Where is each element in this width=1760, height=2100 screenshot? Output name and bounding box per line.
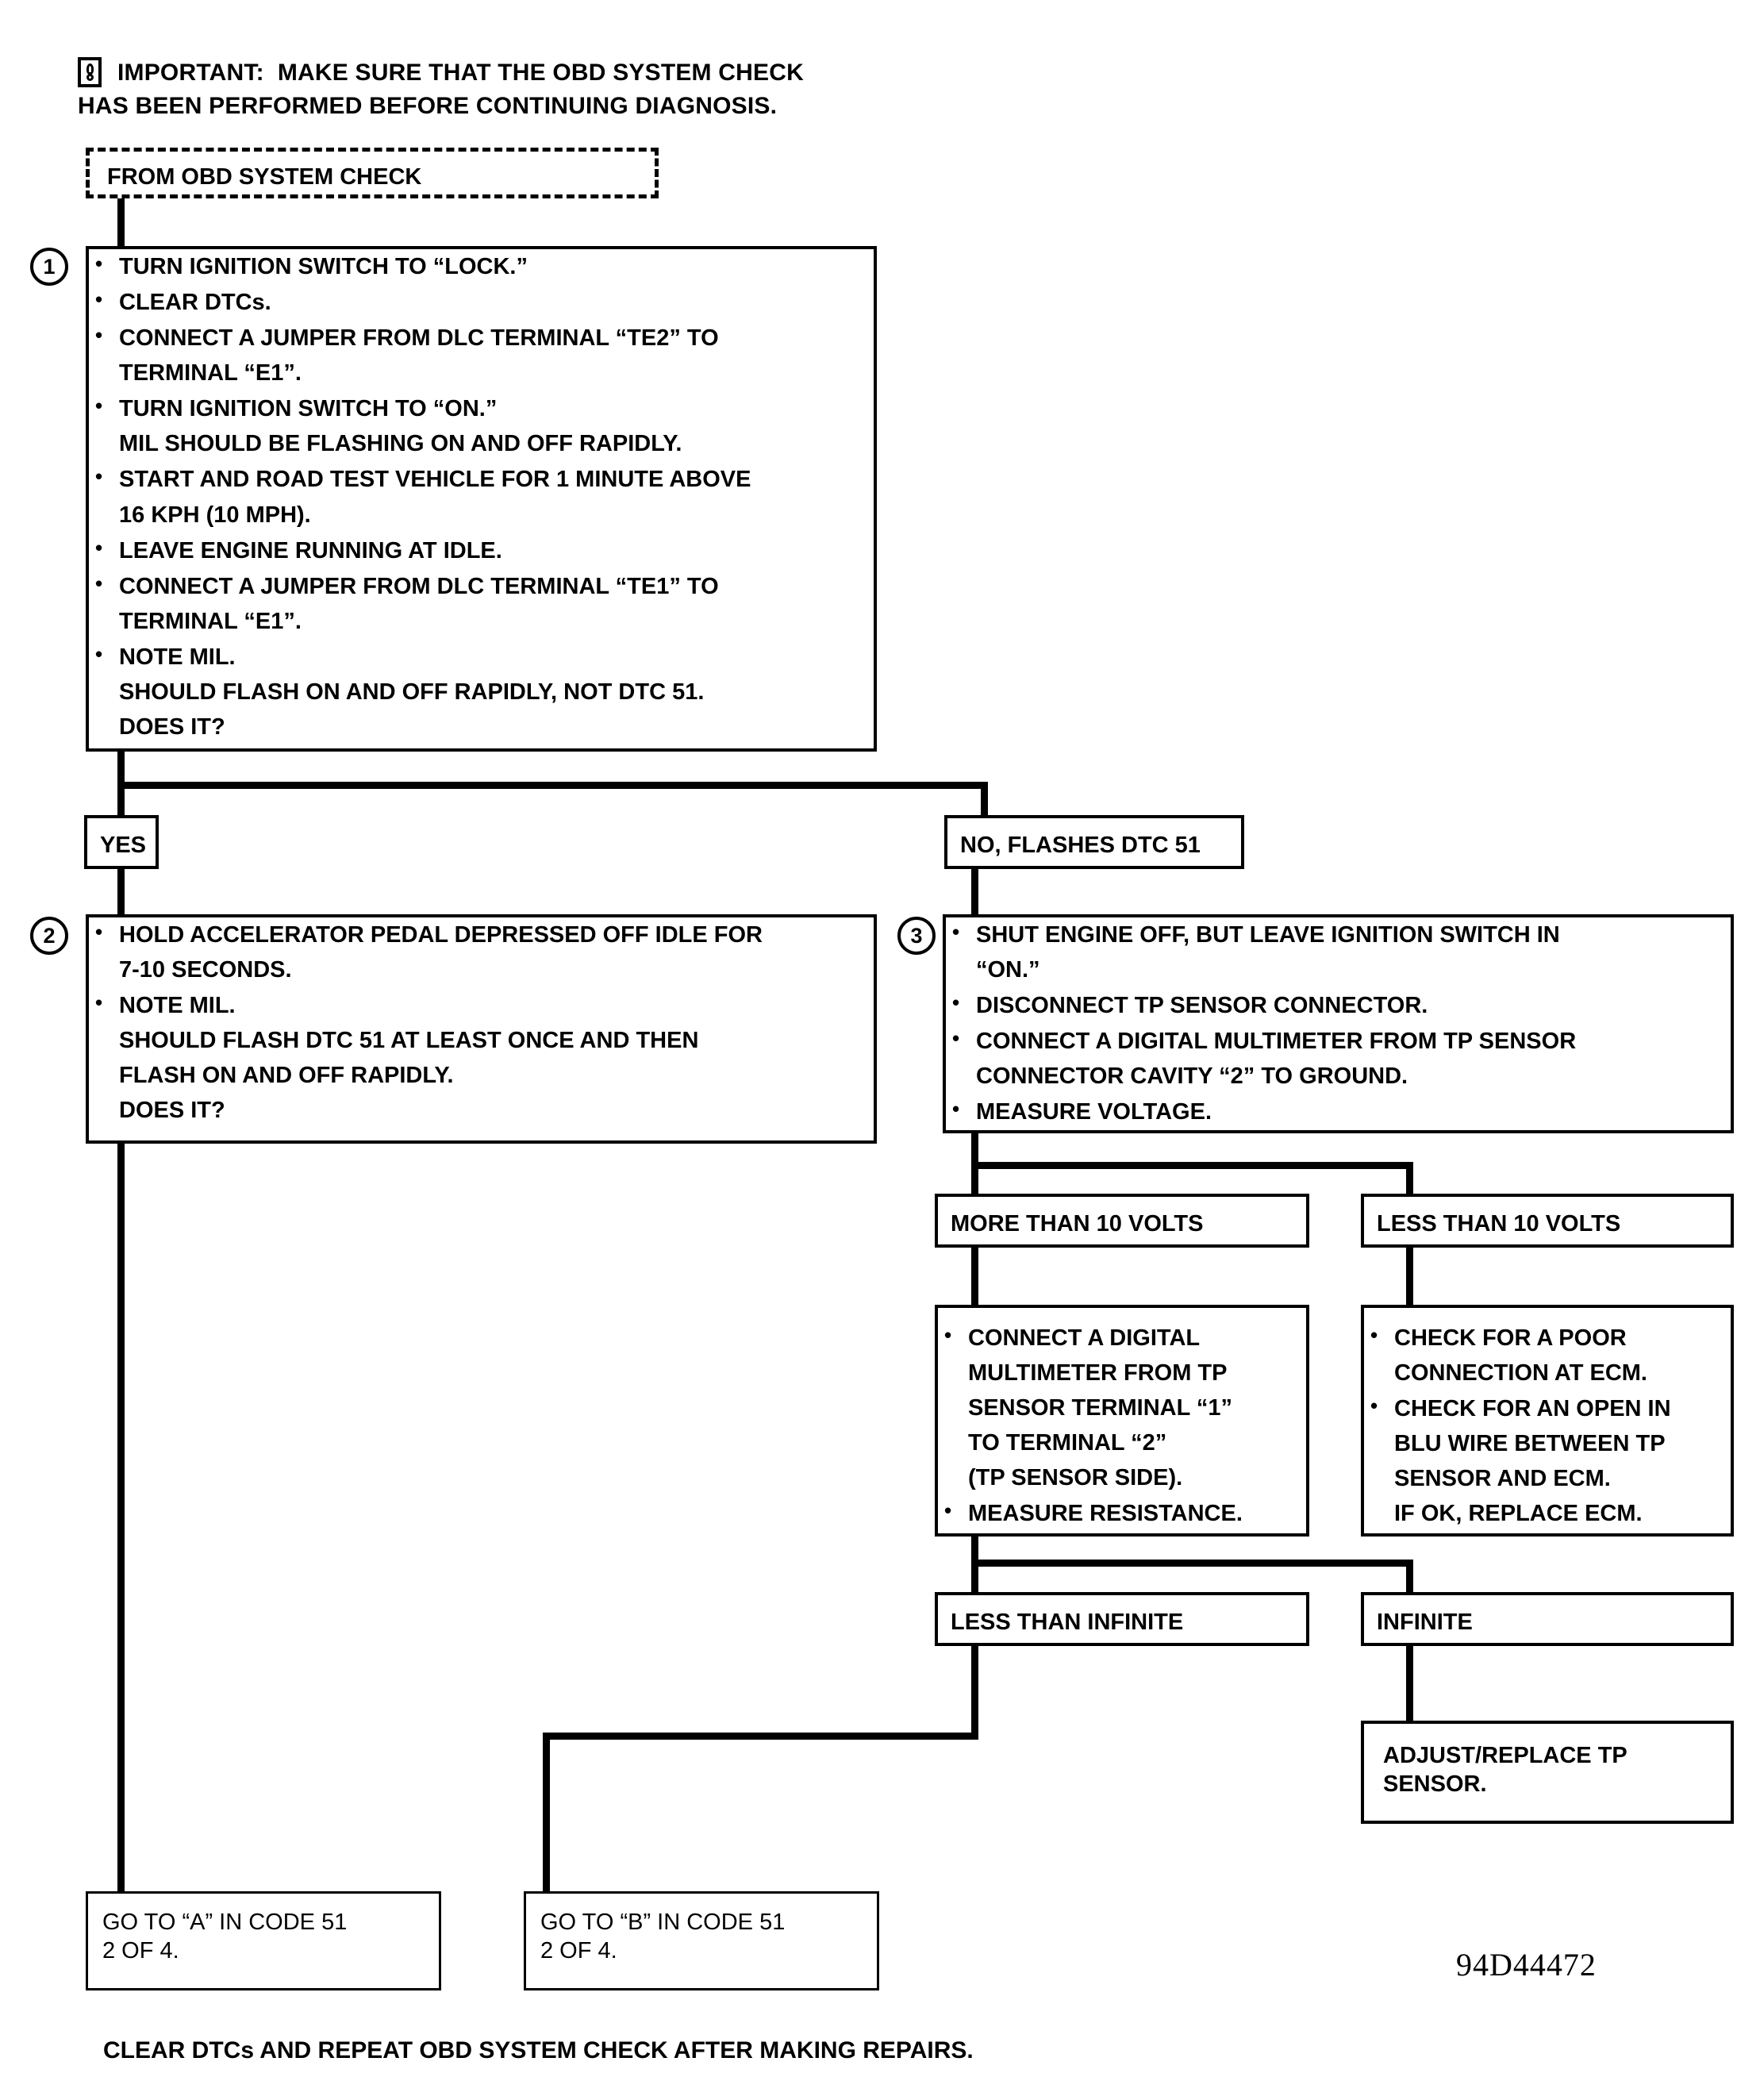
list-item: CONNECT A DIGITAL MULTIMETER FROM TP SEN… [938,1320,1306,1495]
connector-step3-down [971,1131,978,1169]
exit-box-go-to-a: GO TO “A” IN CODE 51 2 OF 4. [86,1891,441,1990]
list-item: DISCONNECT TP SENSOR CONNECTOR. [946,987,1731,1023]
branch-label-less-than-infinite-text: LESS THAN INFINITE [951,1610,1184,1635]
branch-label-less-than-infinite: LESS THAN INFINITE [935,1592,1309,1646]
connector-infinite-split-horizontal [971,1560,1413,1567]
connector-less-volts-to-ecm-box [1406,1246,1413,1306]
exclamation-stem [86,63,94,75]
entry-box-label: FROM OBD SYSTEM CHECK [107,164,422,190]
branch-label-more-than-10-volts-text: MORE THAN 10 VOLTS [951,1211,1204,1237]
branch-label-more-than-10-volts: MORE THAN 10 VOLTS [935,1194,1309,1248]
footer-note: CLEAR DTCs AND REPEAT OBD SYSTEM CHECK A… [103,2037,974,2063]
adjust-replace-tp-sensor-box: ADJUST/REPLACE TP SENSOR. [1361,1721,1734,1824]
connector-yes-to-step2 [117,867,125,917]
connector-no-to-step3 [971,867,978,917]
branch-label-infinite-text: INFINITE [1377,1610,1473,1635]
ecm-check-list: CHECK FOR A POOR CONNECTION AT ECM. CHEC… [1364,1308,1731,1531]
list-item: CLEAR DTCs. [89,284,874,320]
connector-step1-split-horizontal [117,782,988,789]
branch-label-yes-text: YES [100,833,147,858]
entry-box-from-obd-system-check: FROM OBD SYSTEM CHECK [86,148,659,198]
connector-step1-down [117,748,125,788]
list-item: CONNECT A JUMPER FROM DLC TERMINAL “TE2”… [89,320,874,390]
list-item: MEASURE RESISTANCE. [938,1495,1306,1531]
step-number-1: 1 [30,248,68,286]
branch-label-no: NO, FLASHES DTC 51 [944,815,1244,869]
step3-instruction-box: SHUT ENGINE OFF, BUT LEAVE IGNITION SWIT… [943,914,1734,1133]
step1-instruction-box: TURN IGNITION SWITCH TO “LOCK.” CLEAR DT… [86,246,877,752]
connector-more-volts-to-resistance-box [971,1246,978,1306]
exit-box-go-to-a-text: GO TO “A” IN CODE 51 2 OF 4. [102,1910,348,1964]
connector-to-more-than-10-volts [971,1162,978,1197]
connector-voltage-split-horizontal [971,1162,1413,1169]
step-number-2: 2 [30,917,68,955]
list-item: START AND ROAD TEST VEHICLE FOR 1 MINUTE… [89,461,874,532]
branch-label-less-than-10-volts: LESS THAN 10 VOLTS [1361,1194,1734,1248]
list-item: MEASURE VOLTAGE. [946,1094,1731,1129]
connector-to-goto-b [543,1733,550,1893]
resistance-check-list: CONNECT A DIGITAL MULTIMETER FROM TP SEN… [938,1308,1306,1531]
connector-to-yes-label [117,782,125,825]
step2-list: HOLD ACCELERATOR PEDAL DEPRESSED OFF IDL… [89,917,874,1128]
list-item: LEAVE ENGINE RUNNING AT IDLE. [89,533,874,568]
step3-list: SHUT ENGINE OFF, BUT LEAVE IGNITION SWIT… [946,917,1731,1129]
branch-label-infinite: INFINITE [1361,1592,1734,1646]
connector-resistance-down [971,1534,978,1566]
exit-box-go-to-b-text: GO TO “B” IN CODE 51 2 OF 4. [540,1910,786,1964]
part-number: 94D44472 [1456,1947,1597,1983]
connector-to-infinite [1406,1560,1413,1596]
connector-less-infinite-left [543,1733,978,1740]
step-number-3: 3 [897,917,936,955]
list-item: TURN IGNITION SWITCH TO “ON.” MIL SHOULD… [89,390,874,461]
list-item: NOTE MIL. SHOULD FLASH DTC 51 AT LEAST O… [89,987,874,1128]
list-item: CONNECT A DIGITAL MULTIMETER FROM TP SEN… [946,1023,1731,1094]
connector-to-less-than-10-volts [1406,1162,1413,1197]
connector-to-less-than-infinite [971,1560,978,1596]
connector-to-no-label [981,782,988,825]
list-item: HOLD ACCELERATOR PEDAL DEPRESSED OFF IDL… [89,917,874,987]
list-item: NOTE MIL. SHOULD FLASH ON AND OFF RAPIDL… [89,639,874,744]
list-item: CHECK FOR A POOR CONNECTION AT ECM. [1364,1320,1731,1390]
exclamation-dot [86,74,94,81]
branch-label-less-than-10-volts-text: LESS THAN 10 VOLTS [1377,1211,1621,1237]
list-item: SHUT ENGINE OFF, BUT LEAVE IGNITION SWIT… [946,917,1731,987]
list-item: CONNECT A JUMPER FROM DLC TERMINAL “TE1”… [89,568,874,639]
branch-label-no-text: NO, FLASHES DTC 51 [960,833,1201,858]
ecm-check-box: CHECK FOR A POOR CONNECTION AT ECM. CHEC… [1361,1305,1734,1537]
important-exclamation-icon [78,57,102,87]
step2-instruction-box: HOLD ACCELERATOR PEDAL DEPRESSED OFF IDL… [86,914,877,1144]
connector-entry-to-step1 [117,197,125,249]
important-note-line1: IMPORTANT: MAKE SURE THAT THE OBD SYSTEM… [117,60,804,86]
exit-box-go-to-b: GO TO “B” IN CODE 51 2 OF 4. [524,1891,879,1990]
connector-less-infinite-down [971,1644,978,1740]
list-item: CHECK FOR AN OPEN IN BLU WIRE BETWEEN TP… [1364,1390,1731,1531]
branch-label-yes: YES [84,815,159,869]
step1-list: TURN IGNITION SWITCH TO “LOCK.” CLEAR DT… [89,248,874,744]
important-note-line2: HAS BEEN PERFORMED BEFORE CONTINUING DIA… [78,93,778,119]
adjust-replace-tp-sensor-text: ADJUST/REPLACE TP SENSOR. [1383,1743,1627,1798]
connector-infinite-to-adjust-replace [1406,1644,1413,1724]
list-item: TURN IGNITION SWITCH TO “LOCK.” [89,248,874,284]
resistance-check-box: CONNECT A DIGITAL MULTIMETER FROM TP SEN… [935,1305,1309,1537]
connector-step2-to-goto-a [117,1141,125,1894]
